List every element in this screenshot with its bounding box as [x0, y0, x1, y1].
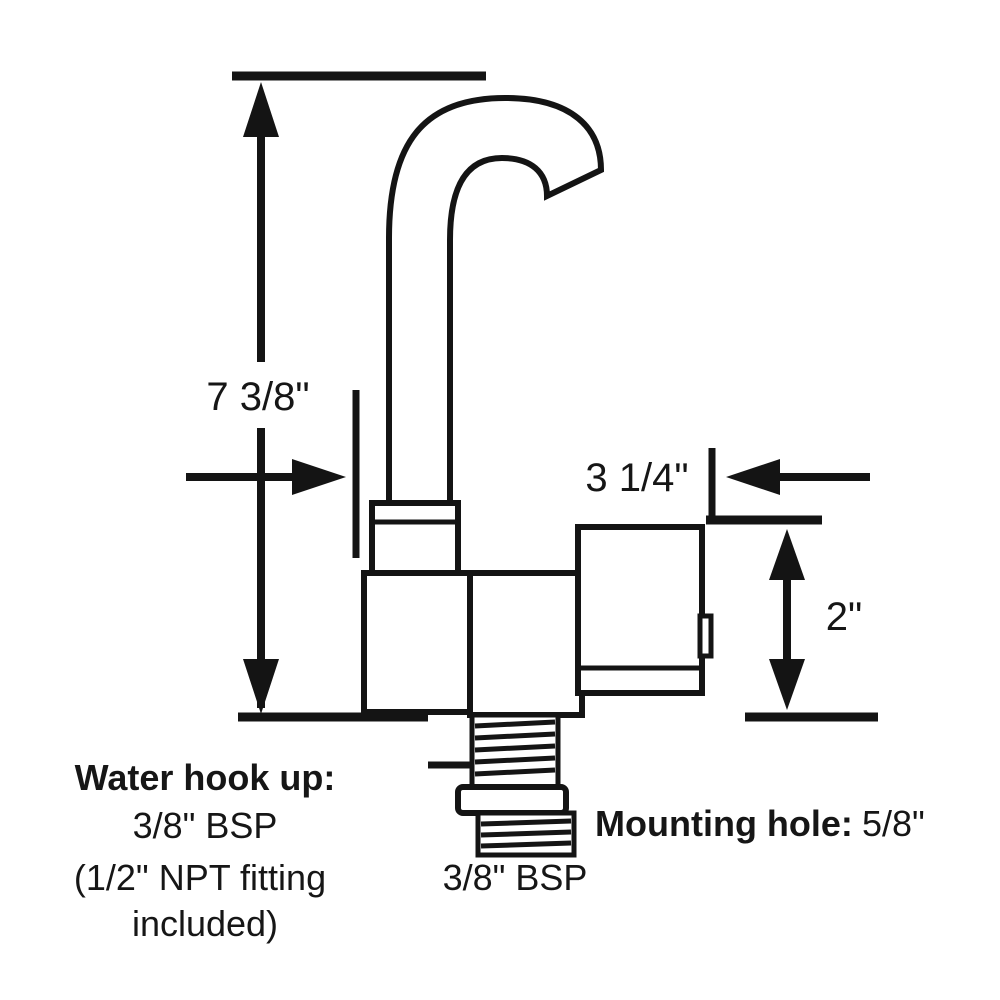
height-arrow-up-icon	[243, 82, 279, 137]
body-center-block	[467, 570, 585, 718]
dimension-height: 7 3/8"	[206, 71, 486, 722]
height-arrow-down-icon	[243, 659, 279, 714]
valve-right-block	[575, 524, 705, 696]
thread-lines-upper	[474, 719, 556, 777]
faucet-drawing	[361, 94, 714, 858]
valve-side-cap	[697, 613, 714, 659]
dimension-body-height: 2"	[706, 515, 878, 722]
water-hookup-size: 3/8" BSP	[133, 805, 278, 846]
mounting-hole-value: 5/8"	[862, 803, 925, 844]
mounting-hole-label: Mounting hole:	[595, 803, 853, 844]
water-hookup-note: Water hook up: 3/8" BSP (1/2" NPT fittin…	[74, 757, 335, 944]
spout-gooseneck	[386, 94, 605, 509]
dimension-width: 3 1/4"	[186, 390, 870, 558]
body-dim-label: 2"	[826, 595, 862, 639]
hex-nut	[455, 784, 569, 816]
thread-lines-lower	[480, 818, 572, 849]
width-dim-label: 3 1/4"	[585, 456, 688, 500]
spout-collar	[369, 500, 461, 576]
width-arrow-left-icon	[726, 459, 780, 495]
water-hookup-title: Water hook up:	[75, 757, 336, 798]
stem-thread-label: 3/8" BSP	[443, 857, 588, 898]
body-arrow-down-icon	[769, 659, 805, 710]
body-arrow-up-icon	[769, 529, 805, 580]
height-dim-label: 7 3/8"	[206, 375, 309, 419]
water-hookup-included: included)	[132, 903, 278, 944]
body-left-block	[361, 570, 473, 715]
width-arrow-right-icon	[292, 459, 346, 495]
mounting-hole-note: Mounting hole: 5/8"	[595, 803, 925, 844]
water-hookup-fitting: (1/2" NPT fitting	[74, 857, 326, 898]
